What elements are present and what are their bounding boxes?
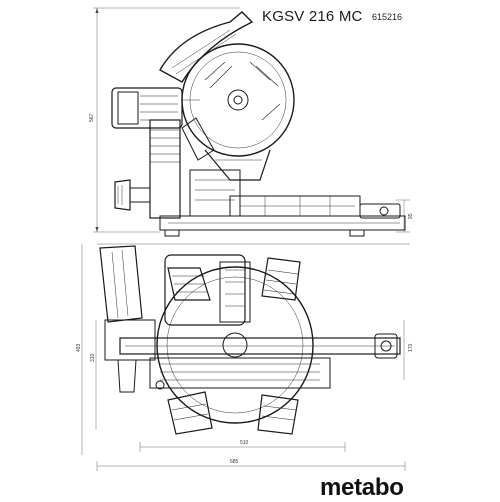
top-inner-label: 310 — [90, 353, 96, 362]
side-view: 567 95 — [89, 7, 414, 237]
top-view: 493 310 170 510 685 — [76, 243, 414, 471]
width-inner-label: 510 — [240, 440, 249, 446]
side-base-label: 95 — [408, 213, 414, 219]
top-depth-label: 493 — [76, 343, 82, 352]
product-code: 615216 — [372, 12, 403, 22]
brand-logo: metabo — [320, 474, 404, 501]
width-total-label: 685 — [230, 459, 239, 465]
side-height-label: 567 — [89, 113, 95, 122]
product-model-title: KGSV 216 MC — [262, 8, 363, 25]
top-right-label: 170 — [408, 343, 414, 352]
